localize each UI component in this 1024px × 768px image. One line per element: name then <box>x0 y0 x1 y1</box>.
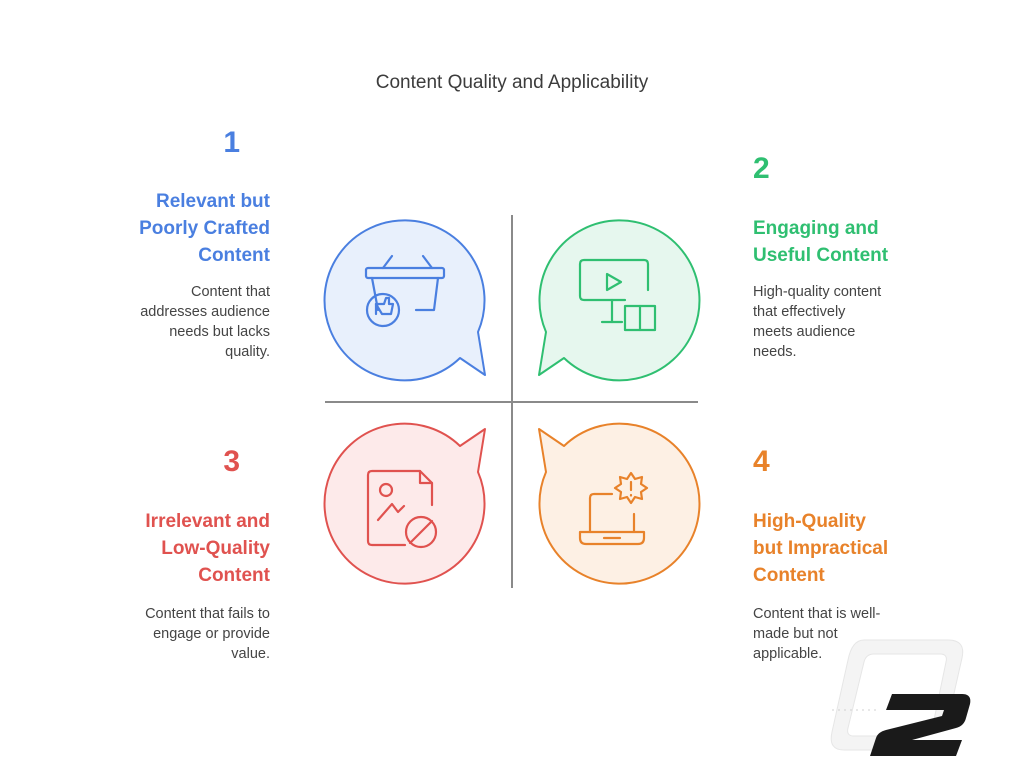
logo <box>830 639 971 756</box>
quadrant-3-description: Content that fails to engage or provide … <box>145 606 270 662</box>
quadrant-1-heading: Relevant but Poorly Crafted Content <box>139 191 270 266</box>
diagram-title: Content Quality and Applicability <box>375 72 649 93</box>
quadrant-3-number: 3 <box>223 445 240 478</box>
quadrant-2-description: High-quality content that effectively me… <box>753 284 882 360</box>
bubble-3 <box>323 422 486 585</box>
bubble-1 <box>323 219 486 382</box>
quadrant-1-number: 1 <box>223 126 240 159</box>
quadrant-2-heading: Engaging and Useful Content <box>753 218 889 266</box>
bubble-2 <box>538 219 701 382</box>
bubble-4 <box>538 422 701 585</box>
quadrant-4-number: 4 <box>753 445 770 478</box>
quadrant-2-number: 2 <box>753 152 770 185</box>
laptop-alert-badge-icon <box>578 471 649 546</box>
shopping-basket-thumbs-down-icon <box>364 254 446 328</box>
video-monitor-book-icon <box>578 258 657 332</box>
quadrant-4-description: Content that is well- made but not appli… <box>753 606 881 662</box>
quadrant-1-description: Content that addresses audience needs bu… <box>140 284 270 360</box>
blocked-image-file-icon <box>366 469 438 549</box>
quadrant-3-heading: Irrelevant and Low-Quality Content <box>145 511 270 586</box>
quadrant-4-heading: High-Quality but Impractical Content <box>753 511 889 586</box>
